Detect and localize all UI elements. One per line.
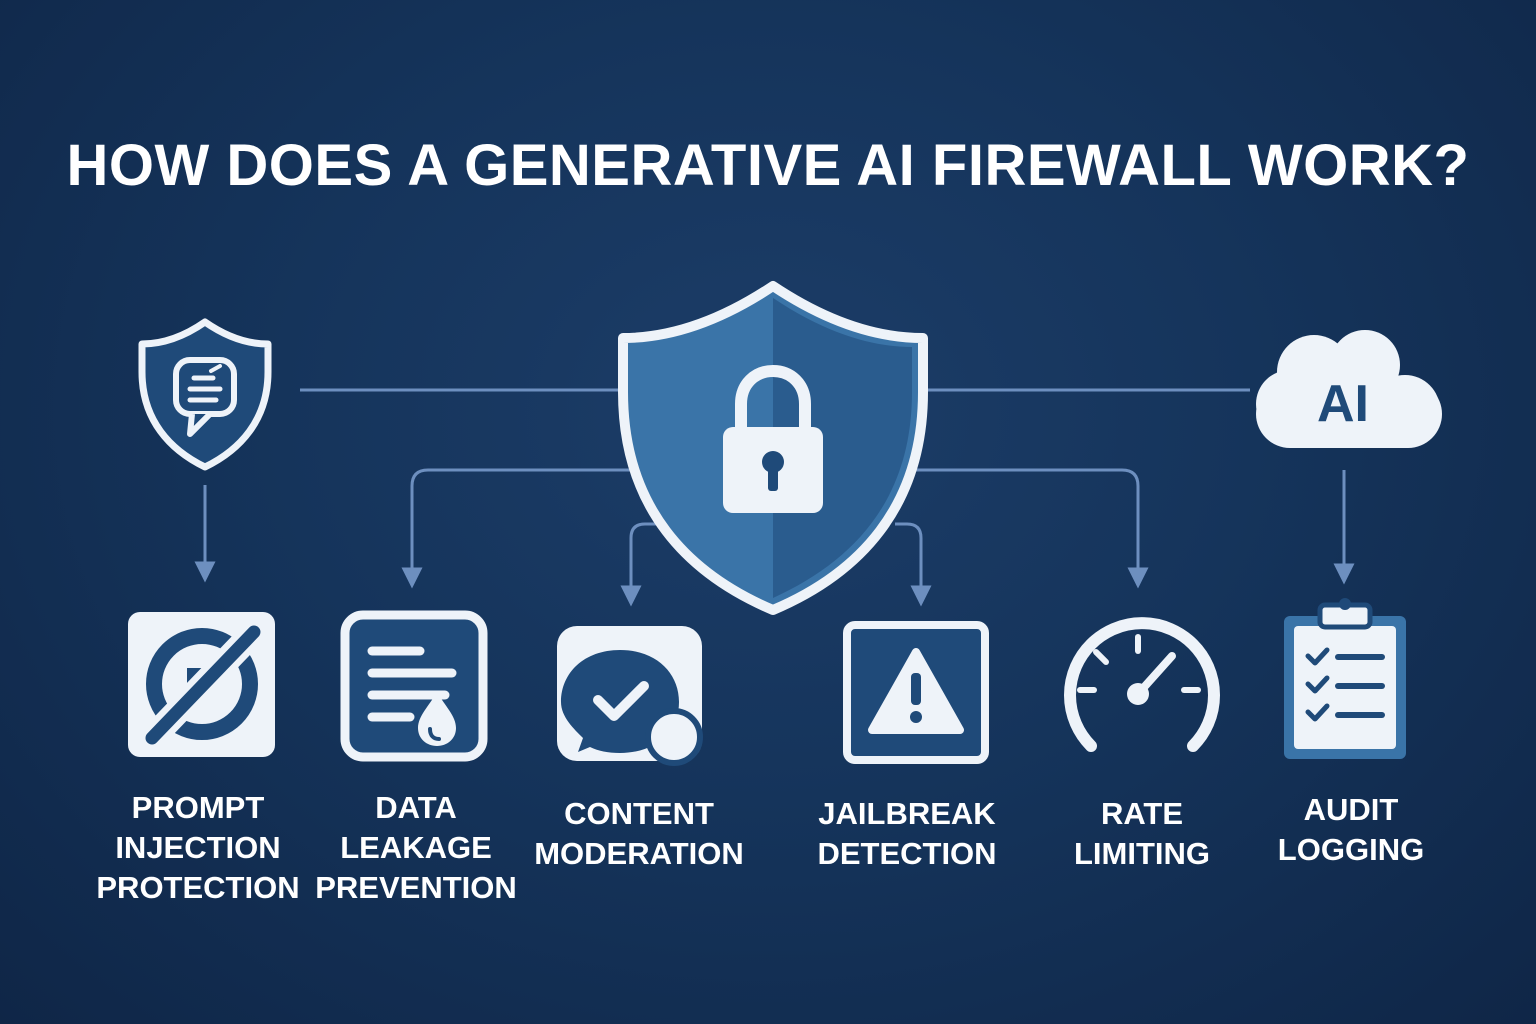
chat-shield-icon — [138, 318, 272, 471]
label-content-moderation: CONTENT MODERATION — [534, 796, 744, 871]
label-audit-logging: AUDIT LOGGING — [1277, 792, 1425, 867]
label-prompt-injection-protection: PROMPT INJECTION PROTECTION — [96, 790, 300, 905]
label-rate-limiting: RATE LIMITING — [1073, 796, 1211, 871]
label-jailbreak-detection: JAILBREAK DETECTION — [817, 796, 997, 871]
warning-icon — [843, 621, 989, 764]
arrow-to-data-leakage — [401, 468, 645, 589]
cloud-label: AI — [1317, 375, 1369, 433]
chat-check-icon — [557, 626, 703, 766]
document-drop-icon — [340, 610, 488, 762]
connectors — [194, 388, 1355, 607]
label-data-leakage-prevention: DATA LEAKAGE PREVENTION — [315, 790, 517, 905]
page-title: HOW DOES A GENERATIVE AI FIREWALL WORK? — [66, 133, 1470, 198]
gauge-icon — [1064, 617, 1220, 752]
no-injection-icon — [128, 612, 275, 757]
clipboard-checklist-icon — [1284, 598, 1406, 759]
shield-lock-icon — [618, 281, 928, 615]
arrow-to-content-moderation — [620, 522, 660, 607]
arrow-to-jailbreak — [895, 522, 932, 607]
ai-cloud-icon: AI — [1256, 330, 1442, 448]
arrow-to-rate-limiting — [905, 468, 1149, 589]
